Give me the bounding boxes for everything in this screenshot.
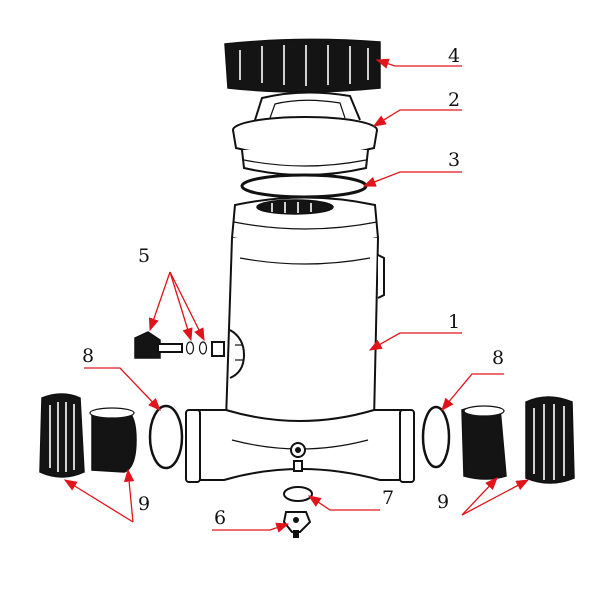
callout-body: 1	[448, 311, 460, 333]
part-gasket-right	[421, 405, 451, 469]
callout-valve-kit: 5	[138, 245, 150, 267]
leader-lines	[63, 58, 530, 533]
callout-union-left: 9	[138, 493, 150, 515]
part-basket-lid	[232, 91, 378, 176]
part-drain-plug	[282, 511, 312, 538]
part-cover-cap	[224, 38, 381, 93]
callout-gasket-left: 8	[82, 345, 94, 367]
callout-cover: 4	[448, 45, 460, 67]
callout-plug-seal: 7	[382, 487, 394, 509]
part-main-body	[185, 196, 415, 483]
part-valve-kit	[134, 331, 225, 359]
callout-drain-plug: 6	[214, 507, 226, 529]
callout-basket: 2	[448, 89, 460, 111]
callout-o-ring: 3	[448, 149, 460, 171]
part-union-right	[461, 396, 575, 484]
part-gasket-left	[148, 404, 184, 470]
part-union-left	[39, 393, 137, 478]
callout-gasket-right: 8	[492, 347, 504, 369]
callout-union-right: 9	[437, 491, 449, 513]
part-o-ring	[240, 173, 368, 199]
part-plug-seal	[283, 486, 313, 502]
